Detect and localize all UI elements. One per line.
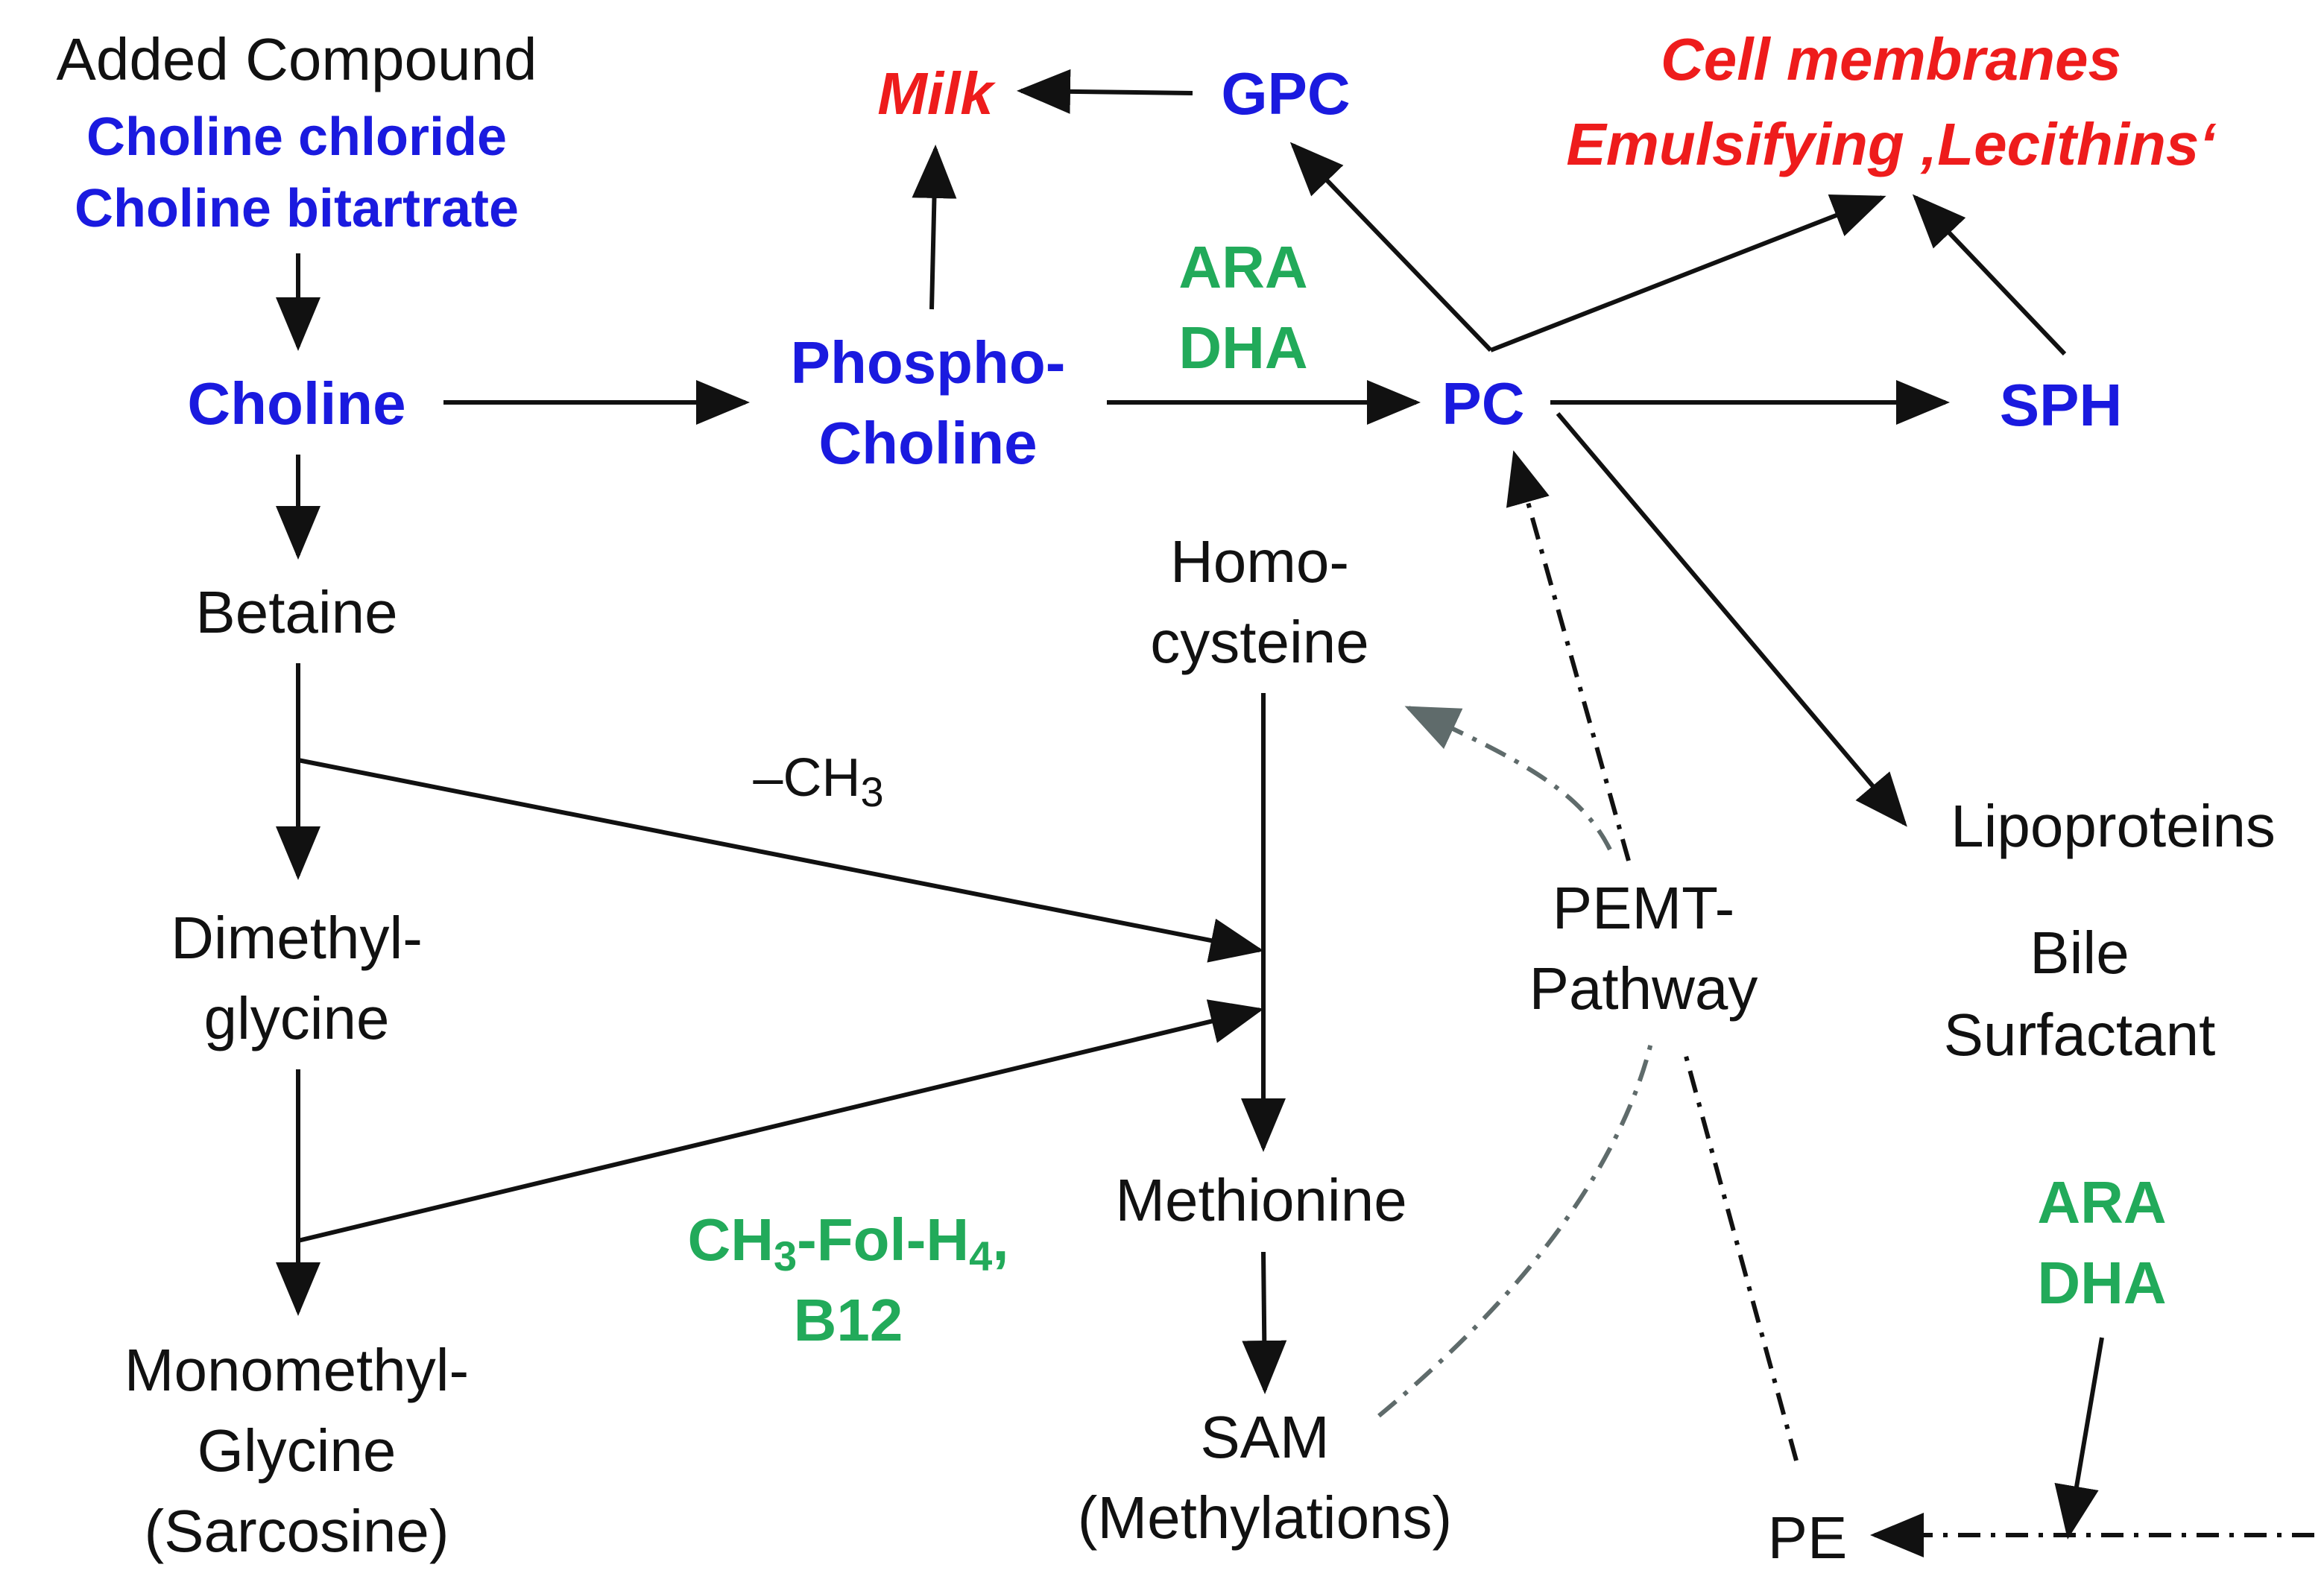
arrow-gpc-to-milk [1017, 69, 1193, 114]
label-choline: Choline [187, 370, 406, 437]
label-monomethylglycine: Monomethyl- Glycine (Sarcosine) [124, 1337, 470, 1564]
label-bile: Bile [2030, 920, 2129, 986]
arrow-methionine-to-sam [1242, 1251, 1287, 1394]
label-ch3-transfer: –CH3 [753, 748, 884, 815]
label-sph: SPH [1999, 372, 2123, 438]
dashed-arrow-pemt-to-pc [1506, 450, 1631, 861]
label-betaine: Betaine [195, 579, 398, 645]
label-homocysteine: Homo- cysteine [1150, 528, 1369, 675]
label-cofactors: CH3-Fol-H4, B12 [687, 1206, 1009, 1353]
arrow-pc-to-lipoproteins [1556, 412, 1907, 827]
label-pemt-pathway: PEMT- Pathway [1529, 875, 1758, 1022]
arrow-pc-to-cell-membranes [1489, 194, 1886, 352]
arrow-pc-to-gpc [1289, 142, 1493, 352]
label-methionine: Methionine [1115, 1167, 1407, 1233]
arrow-phosphocholine-to-milk [912, 145, 957, 310]
label-sam: SAM (Methylations) [1077, 1404, 1453, 1551]
dashed-line-sam-to-pemt [1377, 1043, 1653, 1418]
dashed-line-pe-to-pemt [1682, 1050, 1799, 1461]
label-gpc: GPC [1221, 60, 1351, 127]
label-phosphocholine: Phospho- Choline [790, 329, 1066, 476]
arrow-sph-to-cell-membranes [1912, 194, 2067, 356]
arrow-ara-dha-to-pe [2054, 1337, 2104, 1540]
label-surfactant: Surfactant [1943, 1002, 2216, 1068]
label-ara-dha-top: ARA DHA [1178, 234, 1308, 381]
label-cell-membranes: Cell membranes [1660, 26, 2122, 92]
label-lipoproteins: Lipoproteins [1951, 793, 2276, 859]
label-pc: PC [1442, 370, 1525, 437]
label-emulsifying-lecithins: Emulsifying ‚Lecithins‘ [1566, 111, 2216, 177]
label-dimethylglycine: Dimethyl- glycine [171, 905, 423, 1051]
label-choline-chloride: Choline chloride [86, 107, 508, 167]
arrow-dimethylglycine-methyl-to-methionine [297, 999, 1264, 1243]
label-milk: Milk [877, 60, 994, 127]
dashed-arrow-pemt-to-homocysteine [1404, 706, 1612, 851]
label-added-compound: Added Compound [56, 26, 537, 92]
label-ara-dha-bottom: ARA DHA [2037, 1169, 2167, 1316]
arrow-betaine-methyl-to-methionine [297, 758, 1264, 963]
label-pe: PE [1767, 1505, 1848, 1571]
label-choline-bitartrate: Choline bitartrate [74, 179, 520, 238]
